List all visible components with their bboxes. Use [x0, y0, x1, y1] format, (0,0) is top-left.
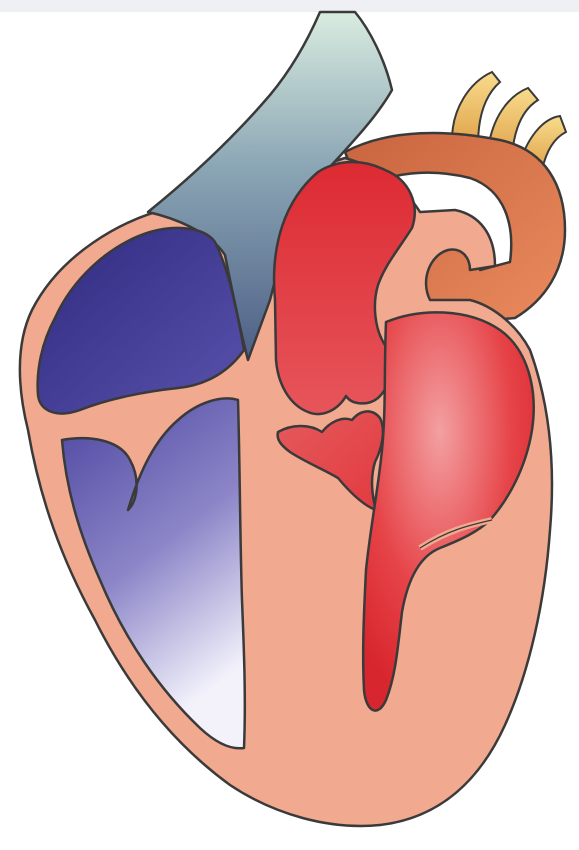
heart-diagram	[0, 0, 579, 850]
heart-diagram-page	[0, 0, 579, 850]
